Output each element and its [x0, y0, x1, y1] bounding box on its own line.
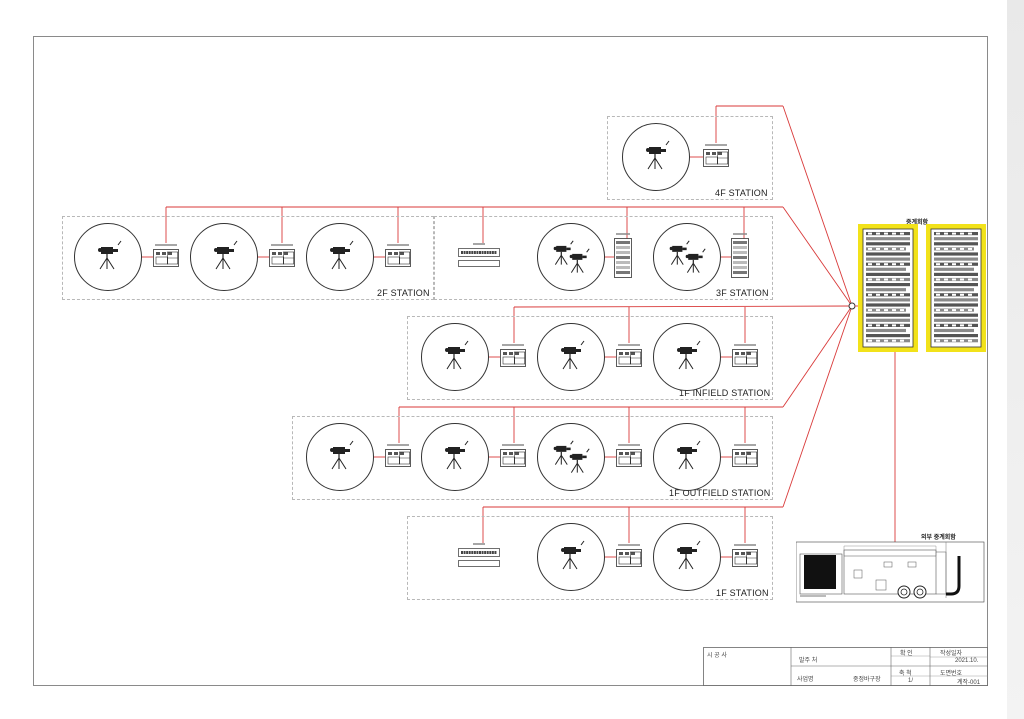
camera-position [421, 423, 489, 491]
camera-position [537, 523, 605, 591]
station-4f [607, 116, 773, 200]
station-label-1f-infield: 1F INFIELD STATION [679, 388, 771, 398]
rack-icon [731, 233, 749, 278]
date-value: 2021.10. [955, 658, 979, 664]
camera-icon [553, 240, 590, 273]
patch-panel-icon [458, 543, 500, 567]
camera-icon [677, 440, 701, 470]
panel-icon [616, 444, 642, 467]
camera-position [190, 223, 258, 291]
station-label-3f: 3F STATION [716, 288, 769, 298]
station-label-2f: 2F STATION [377, 288, 430, 298]
camera-position [537, 423, 605, 491]
camera-icon [669, 240, 706, 273]
station-2f [62, 216, 434, 300]
camera-position [306, 423, 374, 491]
drawing-no-label: 도면번호 [940, 671, 963, 677]
panel-icon [703, 144, 729, 167]
camera-icon [677, 340, 701, 370]
camera-position [306, 223, 374, 291]
camera-position [653, 523, 721, 591]
camera-icon [553, 440, 590, 473]
scale-label: 축 척 [899, 671, 912, 677]
panel-icon [500, 444, 526, 467]
camera-icon [445, 440, 469, 470]
panel-icon [616, 344, 642, 367]
main-rack-title: 중계회함 [906, 220, 929, 226]
panel-icon [385, 444, 411, 467]
client-label: 발주 처 [799, 658, 818, 664]
project-value: 중정바구장 [853, 677, 881, 683]
truck-rack-title: 외부 중계회함 [921, 535, 956, 541]
scale-value: 1/ [908, 678, 914, 684]
camera-position [622, 123, 690, 191]
viewer-edge [1007, 0, 1024, 719]
camera-icon [98, 240, 122, 270]
panel-icon [385, 244, 411, 267]
project-label: 사업명 [797, 677, 814, 683]
ob-truck [796, 541, 985, 603]
camera-position [537, 323, 605, 391]
check-label: 확 인 [900, 651, 913, 657]
panel-icon [500, 344, 526, 367]
main-rack-assembly [858, 224, 986, 352]
station-label-4f: 4F STATION [715, 188, 768, 198]
camera-icon [330, 440, 354, 470]
camera-position [537, 223, 605, 291]
rack-icon [614, 233, 632, 278]
date-label: 작성일자 [940, 651, 963, 657]
station-1f-outfield [292, 416, 773, 500]
station-1f-infield [407, 316, 773, 400]
camera-position [653, 423, 721, 491]
panel-icon [732, 544, 758, 567]
title-block: 시 공 사 발주 처 사업명 중정바구장 확 인 축 척 1/ 작성일자 202… [703, 647, 988, 686]
station-3f [434, 216, 773, 300]
drawing-no-value: 계작-001 [957, 680, 981, 686]
station-label-1f-outfield: 1F OUTFIELD STATION [669, 488, 771, 498]
station-label-1f: 1F STATION [716, 588, 769, 598]
camera-icon [445, 340, 469, 370]
station-1f [407, 516, 773, 600]
panel-icon [269, 244, 295, 267]
panel-icon [732, 444, 758, 467]
camera-icon [677, 540, 701, 570]
panel-icon [732, 344, 758, 367]
panel-icon [616, 544, 642, 567]
camera-icon [646, 140, 670, 170]
camera-icon [561, 540, 585, 570]
camera-position [421, 323, 489, 391]
patch-panel-icon [458, 243, 500, 267]
contractor-label: 시 공 사 [707, 653, 727, 659]
panel-icon [153, 244, 179, 267]
camera-icon [561, 340, 585, 370]
camera-icon [330, 240, 354, 270]
camera-position [653, 323, 721, 391]
camera-position [74, 223, 142, 291]
camera-icon [214, 240, 238, 270]
camera-position [653, 223, 721, 291]
drawing-frame [33, 36, 988, 686]
